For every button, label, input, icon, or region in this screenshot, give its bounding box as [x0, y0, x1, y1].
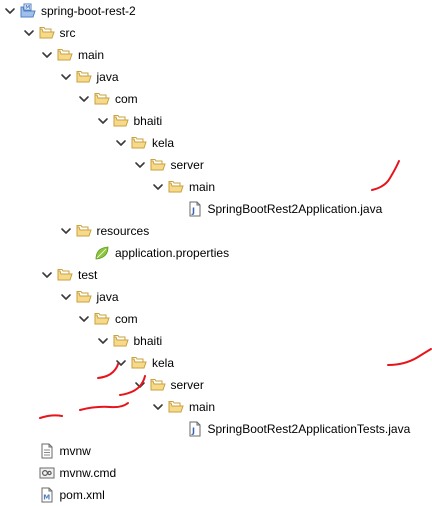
maven-file-icon: M [39, 487, 55, 503]
folder-open-icon [94, 311, 110, 327]
folder-open-icon [168, 179, 184, 195]
tree-item-label: bhaiti [133, 334, 163, 348]
chevron-down-icon[interactable] [41, 49, 53, 61]
folder-test-server[interactable]: server [134, 374, 204, 396]
folder-open-icon [131, 355, 147, 371]
chevron-down-icon[interactable] [41, 269, 53, 281]
folder-main-package[interactable]: main [152, 176, 215, 198]
folder-java[interactable]: java [60, 66, 119, 88]
folder-main[interactable]: main [41, 44, 104, 66]
tree-item-label: com [115, 312, 138, 326]
tree-item-label: resources [96, 224, 150, 238]
cmd-file-icon [39, 465, 55, 481]
folder-test-java[interactable]: java [60, 286, 119, 308]
folder-test[interactable]: test [41, 264, 97, 286]
chevron-down-icon[interactable] [60, 71, 72, 83]
chevron-down-icon[interactable] [4, 5, 16, 17]
tree-item-label: pom.xml [59, 488, 105, 502]
folder-resources[interactable]: resources [60, 220, 150, 242]
folder-open-icon [76, 289, 92, 305]
folder-test-com[interactable]: com [78, 308, 138, 330]
svg-text:M: M [43, 494, 50, 502]
tree-item-label: test [78, 268, 98, 282]
file-mvnw[interactable]: mvnw [23, 440, 91, 462]
tree-item-label: server [170, 378, 204, 392]
tree-item-label: main [78, 48, 105, 62]
chevron-down-icon[interactable] [115, 357, 127, 369]
folder-open-icon [76, 69, 92, 85]
project-icon: M [20, 3, 36, 19]
tree-item-label: mvnw [59, 444, 91, 458]
chevron-down-icon[interactable] [23, 27, 35, 39]
tree-item-label: kela [152, 136, 175, 150]
tree-item-label: kela [152, 356, 175, 370]
chevron-down-icon[interactable] [134, 159, 146, 171]
svg-text:M: M [25, 5, 30, 11]
file-springbootrest2application-java[interactable]: J SpringBootRest2Application.java [171, 198, 383, 220]
tree-item-label: server [170, 158, 204, 172]
tree-item-label: application.properties [115, 246, 230, 260]
tree-item-label: SpringBootRest2ApplicationTests.java [207, 422, 411, 436]
tree-item-label: java [96, 290, 119, 304]
folder-test-bhaiti[interactable]: bhaiti [97, 330, 163, 352]
svg-text:J: J [191, 207, 195, 216]
tree-item-label: java [96, 70, 119, 84]
java-file-icon: J [187, 421, 203, 437]
file-application-properties[interactable]: application.properties [78, 242, 229, 264]
folder-open-icon [131, 135, 147, 151]
folder-kela[interactable]: kela [115, 132, 174, 154]
folder-open-icon [150, 377, 166, 393]
folder-open-icon [168, 399, 184, 415]
folder-open-icon [57, 267, 73, 283]
tree-item-label: main [189, 180, 216, 194]
folder-open-icon [76, 223, 92, 239]
tree-item-label: spring-boot-rest-2 [41, 4, 136, 18]
chevron-down-icon[interactable] [115, 137, 127, 149]
spring-leaf-icon [94, 245, 110, 261]
chevron-down-icon[interactable] [152, 181, 164, 193]
chevron-down-icon[interactable] [78, 93, 90, 105]
folder-open-icon [113, 113, 129, 129]
chevron-down-icon[interactable] [78, 313, 90, 325]
folder-com[interactable]: com [78, 88, 138, 110]
svg-text:J: J [191, 427, 195, 436]
tree-item-label: mvnw.cmd [59, 466, 117, 480]
folder-server[interactable]: server [134, 154, 204, 176]
chevron-down-icon[interactable] [60, 291, 72, 303]
folder-open-icon [94, 91, 110, 107]
tree-item-label: bhaiti [133, 114, 163, 128]
text-file-icon [39, 443, 55, 459]
chevron-down-icon[interactable] [97, 115, 109, 127]
folder-src[interactable]: src [23, 22, 76, 44]
chevron-down-icon[interactable] [152, 401, 164, 413]
chevron-down-icon[interactable] [60, 225, 72, 237]
folder-open-icon [113, 333, 129, 349]
folder-test-kela[interactable]: kela [115, 352, 174, 374]
file-springbootrest2applicationtests-java[interactable]: J SpringBootRest2ApplicationTests.java [171, 418, 411, 440]
folder-open-icon [150, 157, 166, 173]
folder-test-main[interactable]: main [152, 396, 215, 418]
chevron-down-icon[interactable] [97, 335, 109, 347]
folder-bhaiti[interactable]: bhaiti [97, 110, 163, 132]
tree-item-label: SpringBootRest2Application.java [207, 202, 383, 216]
java-file-icon: J [187, 201, 203, 217]
tree-item-label: com [115, 92, 138, 106]
file-mvnw-cmd[interactable]: mvnw.cmd [23, 462, 117, 484]
tree-item-label: main [189, 400, 216, 414]
tree-item-label: src [59, 26, 76, 40]
folder-open-icon [57, 47, 73, 63]
folder-open-icon [39, 25, 55, 41]
chevron-down-icon[interactable] [134, 379, 146, 391]
